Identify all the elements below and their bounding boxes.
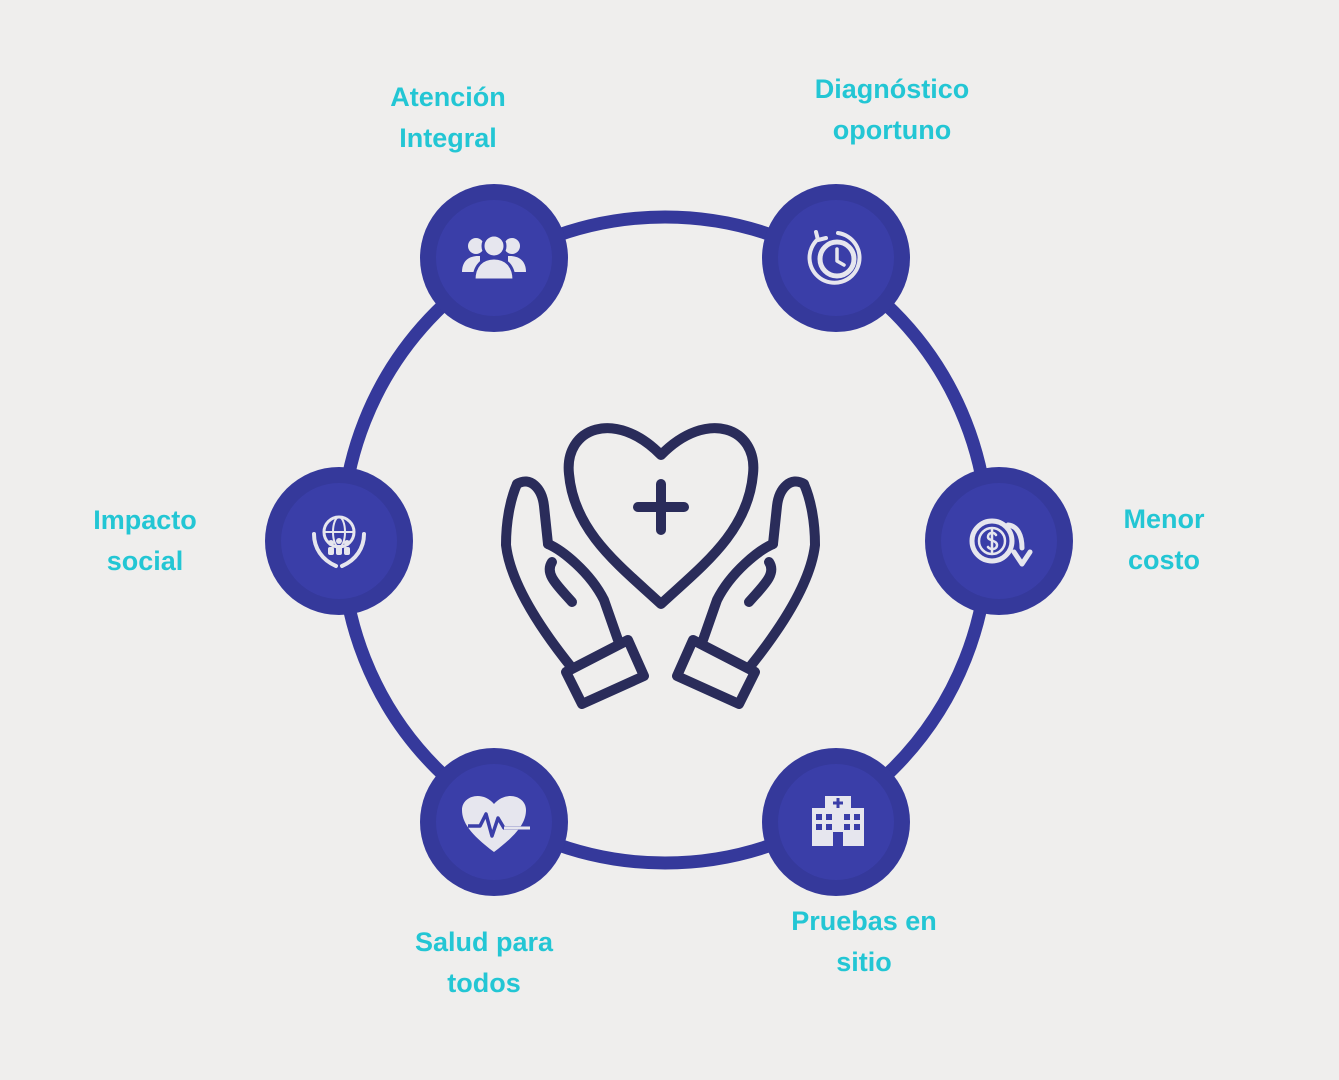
node-menor-costo bbox=[925, 467, 1073, 615]
node-label-menor-costo: Menor costo bbox=[1123, 504, 1205, 575]
node-diagnostico-oportuno bbox=[762, 184, 910, 332]
heart-pulse-icon bbox=[462, 796, 530, 852]
people-group-icon bbox=[462, 233, 526, 282]
hands-holding-heart-medical-icon bbox=[501, 423, 820, 709]
hospital-building-icon bbox=[812, 796, 864, 846]
connecting-ring bbox=[335, 210, 995, 870]
node-pruebas-en-sitio bbox=[762, 748, 910, 896]
node-label-impacto-social: Impacto social bbox=[93, 505, 197, 576]
node-impacto-social bbox=[265, 467, 413, 615]
node-label-atencion-integral: Atención Integral bbox=[390, 82, 506, 153]
node-label-salud-para-todos: Salud para todos bbox=[414, 927, 554, 998]
clock-history-icon bbox=[807, 230, 862, 285]
node-label-pruebas-en-sitio: Pruebas en sitio bbox=[791, 906, 937, 977]
dollar-coin-down-icon bbox=[969, 518, 1033, 567]
node-atencion-integral bbox=[420, 184, 568, 332]
node-salud-para-todos bbox=[420, 748, 568, 896]
node-label-diagnostico-oportuno: Diagnóstico oportuno bbox=[814, 74, 970, 145]
node-badge-inner bbox=[941, 483, 1057, 599]
globe-hands-people-icon bbox=[312, 515, 366, 568]
